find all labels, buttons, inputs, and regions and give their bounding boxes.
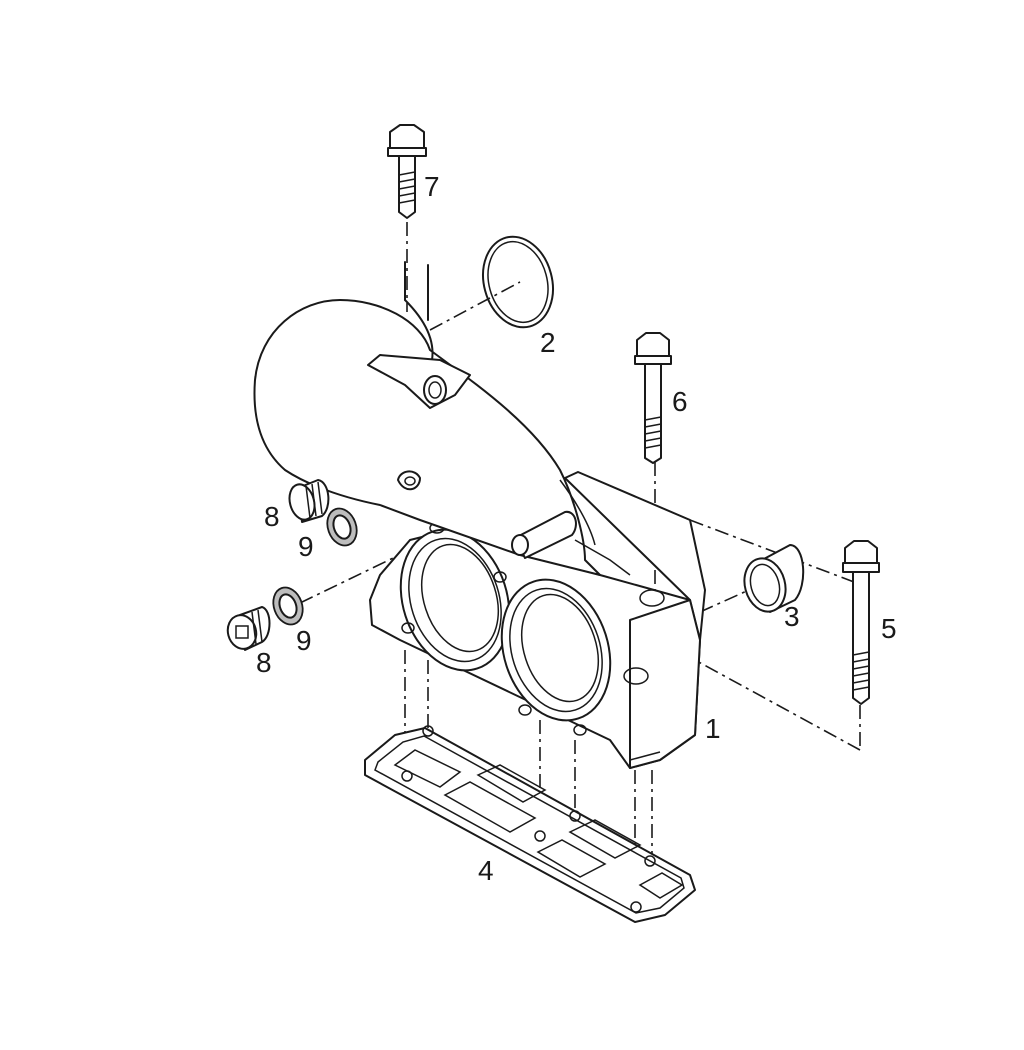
callout-7: 7 xyxy=(424,171,440,202)
gasket-part xyxy=(364,725,696,923)
callout-4: 4 xyxy=(478,855,494,886)
medium-bolt-part xyxy=(634,332,672,464)
long-bolt-part xyxy=(842,540,880,705)
callout-3: 3 xyxy=(784,601,800,632)
callout-8-lower: 8 xyxy=(256,647,272,678)
callout-5: 5 xyxy=(881,613,897,644)
callout-9-lower: 9 xyxy=(296,625,312,656)
callout-8-upper: 8 xyxy=(264,501,280,532)
callout-labels: 1 2 3 4 5 6 7 8 9 8 9 xyxy=(256,171,897,886)
sleeve-part xyxy=(743,544,805,613)
plug-washer-lower xyxy=(226,586,304,651)
callout-1: 1 xyxy=(705,713,721,744)
manifold-part xyxy=(369,471,706,769)
plug-washer-upper xyxy=(288,479,358,547)
o-ring-part xyxy=(482,235,554,329)
callout-6: 6 xyxy=(672,386,688,417)
callout-9-upper: 9 xyxy=(298,531,314,562)
callout-2: 2 xyxy=(540,327,556,358)
manifold-elbow xyxy=(253,261,631,576)
short-bolt-part xyxy=(387,124,427,219)
